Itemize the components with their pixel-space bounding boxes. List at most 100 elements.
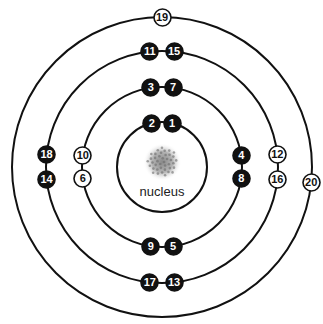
shell-ring (117, 122, 207, 212)
electron: 15 (165, 42, 184, 61)
electron: 6 (73, 169, 92, 188)
electron-circle (74, 170, 91, 187)
electron: 16 (268, 170, 287, 189)
electron-circle (141, 274, 158, 291)
electron: 19 (153, 8, 172, 27)
shell-ring (82, 87, 242, 247)
electron: 5 (164, 237, 183, 256)
nucleus-speck (154, 153, 157, 156)
nucleus-speck (161, 157, 164, 160)
electron-number: 11 (144, 46, 156, 57)
nucleus-speck (158, 155, 161, 158)
electron-circle (142, 79, 159, 96)
electron-circle (233, 147, 250, 164)
nucleus-speck (160, 171, 163, 174)
electron-circle (38, 171, 55, 188)
shell-ring (12, 17, 312, 317)
electron-number: 17 (144, 277, 156, 288)
electron: 12 (268, 145, 287, 164)
nucleus-speck (156, 160, 159, 163)
electron-number: 16 (271, 174, 283, 185)
nucleus-speck (168, 153, 171, 156)
electron-number: 2 (149, 118, 155, 129)
electron: 14 (37, 170, 56, 189)
nucleus-speck (159, 163, 162, 166)
nucleus-speck (175, 159, 178, 162)
electron-number: 19 (156, 12, 168, 23)
nucleus-speck (172, 166, 175, 169)
electron: 2 (142, 114, 161, 133)
nucleus-speck (163, 149, 166, 152)
electron-circle (165, 79, 182, 96)
electron: 18 (37, 145, 56, 164)
nucleus-speck (150, 153, 153, 156)
nucleus-speck (149, 157, 152, 160)
electron-number: 7 (170, 82, 176, 93)
nucleus-speck (172, 155, 175, 158)
electron-number: 14 (41, 174, 53, 185)
electron: 17 (140, 273, 159, 292)
electron-number: 4 (238, 150, 244, 161)
nucleus-speck (151, 161, 154, 164)
nucleus-speck (154, 164, 157, 167)
electron-number: 8 (238, 173, 244, 184)
electron-number: 13 (168, 277, 180, 288)
nucleus-speck (152, 167, 155, 170)
electron: 4 (232, 146, 251, 165)
electron-circle (165, 238, 182, 255)
electron-circle (143, 115, 160, 132)
electron-number: 6 (80, 173, 86, 184)
electron-circle (166, 274, 183, 291)
electron: 7 (164, 78, 183, 97)
electron-number: 1 (169, 118, 175, 129)
nucleus-speck (168, 149, 171, 152)
nucleus-speck (168, 167, 171, 170)
nucleus: nucleus (136, 141, 189, 199)
electron: 8 (232, 169, 251, 188)
electron-circle (166, 43, 183, 60)
electron: 20 (302, 173, 321, 192)
nucleus-speck (148, 164, 151, 167)
electron-circle (303, 174, 320, 191)
electron: 11 (140, 42, 159, 61)
electron: 9 (141, 237, 160, 256)
nucleus-speck (167, 163, 170, 166)
electron-circle (141, 43, 158, 60)
nucleus-speck (146, 160, 149, 163)
electron-number: 15 (168, 46, 180, 57)
nucleus-speck (167, 171, 170, 174)
electron-circle (164, 115, 181, 132)
electron-circle (233, 170, 250, 187)
nucleus-speck (163, 164, 166, 167)
electron-circle (74, 147, 91, 164)
electron-circle (142, 238, 159, 255)
nucleus-speck (163, 174, 166, 177)
electron-circle (269, 146, 286, 163)
nucleus-speck (159, 151, 162, 154)
nucleus-speck (156, 172, 159, 175)
nucleus-speck (153, 157, 156, 160)
nucleus-blob (143, 143, 181, 181)
electron: 10 (73, 146, 92, 165)
electron-number: 10 (77, 150, 89, 161)
shell-ring (46, 51, 278, 283)
nucleus-speck (156, 168, 159, 171)
electron-circle (38, 146, 55, 163)
electron-number: 20 (305, 177, 317, 188)
nucleus-speck (151, 171, 154, 174)
electron-circle (269, 171, 286, 188)
nucleus-speck (171, 171, 174, 174)
nucleus-speck (163, 168, 166, 171)
nucleus-speck (169, 159, 172, 162)
nucleus-speck (164, 154, 167, 157)
nucleus-speck (162, 161, 165, 164)
electron-circle (154, 9, 171, 26)
nucleus-label: nucleus (140, 185, 185, 199)
nucleus-speck (156, 149, 159, 152)
electron: 3 (141, 78, 160, 97)
electron-number: 3 (148, 82, 154, 93)
nucleus-speck (160, 146, 163, 149)
nucleus-speck (159, 167, 162, 170)
electron-number: 12 (271, 149, 283, 160)
electron-number: 5 (170, 241, 176, 252)
